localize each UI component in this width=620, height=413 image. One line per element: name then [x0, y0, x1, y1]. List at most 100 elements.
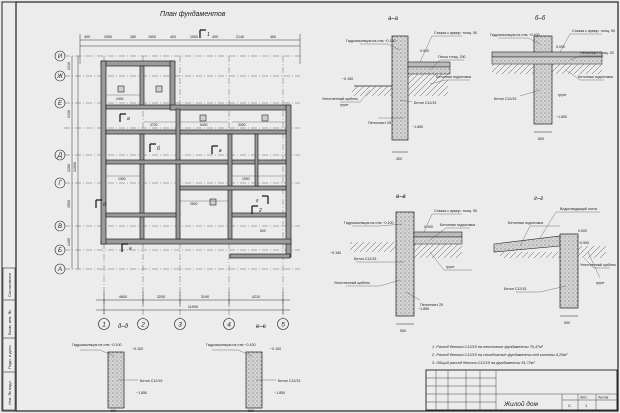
dim-label: 500 [564, 321, 570, 325]
dim-label: 1500 [190, 35, 198, 39]
note-line: 2. Расход бетона С12/15 на столбчатые фу… [431, 353, 568, 357]
dim-label: 600 [538, 137, 544, 141]
level-mark: −1.850 [274, 391, 285, 395]
dim-label: 1500 [67, 200, 71, 208]
building-name: Жилой дом [503, 400, 538, 408]
axis-bubble-row: И [58, 54, 63, 60]
section-label: грунт [340, 103, 349, 107]
dim-label: 600 [248, 409, 254, 413]
section-label: Уплотненный щебень [334, 281, 370, 285]
section-label: Уплотненный щебень [322, 97, 358, 101]
foundation-strip [395, 211, 415, 317]
level-mark: −1.850 [418, 307, 429, 311]
section-title: в–в [396, 194, 406, 200]
level-mark: −1.850 [136, 391, 147, 395]
section-mark-label: 1 [207, 32, 210, 38]
section-label: Пенопласт 25 [420, 303, 443, 307]
section-e-e: е–е Гидроизоляция на отм −0.100 Бетон С1… [206, 324, 300, 413]
section-title: а–а [388, 16, 399, 22]
dim-label: 600 [260, 229, 266, 233]
section-label: Бетон С12/15 [504, 287, 526, 291]
notes-block: 1. Расход бетона С12/15 на ленточные фун… [431, 345, 568, 365]
dim-label: 2280 [67, 164, 71, 172]
axis-bubble-row: А [57, 267, 62, 273]
axis-bubble-row: Б [58, 248, 62, 254]
section-label: Бетон С12/15 [140, 379, 162, 383]
axis-bubble-col: 2 [140, 322, 145, 329]
section-mark-label: в [219, 148, 222, 154]
section-title: д–д [118, 324, 129, 330]
foundation-strip [533, 35, 553, 125]
level-mark: −0.150 [330, 251, 341, 255]
section-label: Бетонная подготовка [436, 75, 471, 79]
section-mark-label: д [103, 202, 106, 208]
dim-label: 1400 [67, 238, 71, 246]
dim-label: 14000 [73, 162, 77, 172]
axis-bubble-row: Ж [56, 74, 63, 80]
section-label: Пенопласт толщ. 25 [580, 51, 614, 55]
section-title: б–б [535, 16, 546, 22]
dim-label: 2400 [116, 97, 124, 101]
axis-bubble-row: Е [58, 101, 63, 107]
axis-bubble-col: 1 [102, 322, 106, 329]
dim-label: 2950 [104, 35, 112, 39]
section-label: Бетон С12/15 [494, 97, 516, 101]
stamp-sheet-no: 1 [585, 403, 588, 408]
level-mark: 0.000 [424, 225, 433, 229]
section-label: Пенопласт 25 [368, 121, 391, 125]
level-mark: 0.000 [420, 49, 429, 53]
stamp-stage: С [568, 403, 571, 408]
section-label: Уплотненный щебень [580, 263, 616, 267]
axis-bubble-row: Г [58, 181, 62, 187]
side-stamp-label: Взам. инв. № [7, 310, 12, 335]
section-mark-label: а [127, 116, 130, 122]
section-label: грунт [558, 93, 567, 97]
section-g-g: г–г Водоотводящий лоток Бетонная подгото… [493, 196, 616, 325]
dim-label: 3430 [67, 110, 71, 118]
side-stamp-label: Подп. и дата [7, 345, 12, 369]
level-mark: 0.000 [578, 229, 587, 233]
section-label: Бетонная подготовка [508, 221, 543, 225]
axis-bubble-col: 5 [281, 322, 285, 329]
section-mark-label: б [157, 146, 160, 152]
dim-label: 2340 [67, 62, 71, 70]
dim-label: 4600 [119, 295, 127, 299]
section-label: Гидроизоляция на отм −0.100 [344, 221, 394, 225]
foundation-strip [391, 35, 409, 141]
section-label: Стяжка с армир. толщ. 50 [572, 29, 615, 33]
dim-label: 3190 [201, 295, 209, 299]
level-mark: −0.100 [270, 347, 281, 351]
dim-label: 1500 [148, 35, 156, 39]
section-label: Бетон С12/15 [278, 379, 300, 383]
stamp-label: Листов [598, 396, 609, 400]
section-label: грунт [446, 265, 455, 269]
section-label: Гидроизоляция на отм −0.100 [490, 33, 540, 37]
frame-border [15, 1, 619, 412]
dim-label: 460 [270, 35, 276, 39]
level-mark: −1.850 [556, 115, 567, 119]
section-d-d: д–д Гидроизоляция на отм −0.100 Бетон С1… [72, 324, 162, 413]
section-label: Бетон С12/15 [354, 257, 376, 261]
dim-label: 1900 [242, 177, 250, 181]
section-label: Гидроизоляция на отм −0.100 [206, 343, 256, 347]
section-label: Водоотводящий лоток [560, 207, 597, 211]
section-title: г–г [534, 196, 543, 202]
section-a-a: а–а Гидроизоляция на отм −0.100 Стяжка с… [322, 16, 477, 161]
dim-label: 4210 [252, 295, 260, 299]
plan-title: План фундаментов [160, 10, 226, 18]
dim-label: 5400 [200, 123, 208, 127]
note-line: 1. Расход бетона С12/15 на ленточные фун… [432, 345, 544, 349]
foundation-strip [559, 233, 579, 309]
title-block: Жилой дом Лист Листов С 1 [425, 369, 618, 411]
section-mark-label: 2 [258, 208, 262, 214]
level-mark: 0.000 [556, 45, 565, 49]
section-label: Бетонная подготовка [578, 75, 613, 79]
section-title: е–е [256, 324, 267, 330]
side-stamp: Инв. № подл. Подп. и дата Взам. инв. № С… [2, 267, 16, 411]
dim-label: 400 [396, 157, 402, 161]
axis-bubble-col: 4 [227, 322, 231, 329]
dim-label: 1300 [118, 177, 126, 181]
side-stamp-label: Согласовано [7, 272, 12, 297]
dim-label: 2500 [190, 202, 198, 206]
